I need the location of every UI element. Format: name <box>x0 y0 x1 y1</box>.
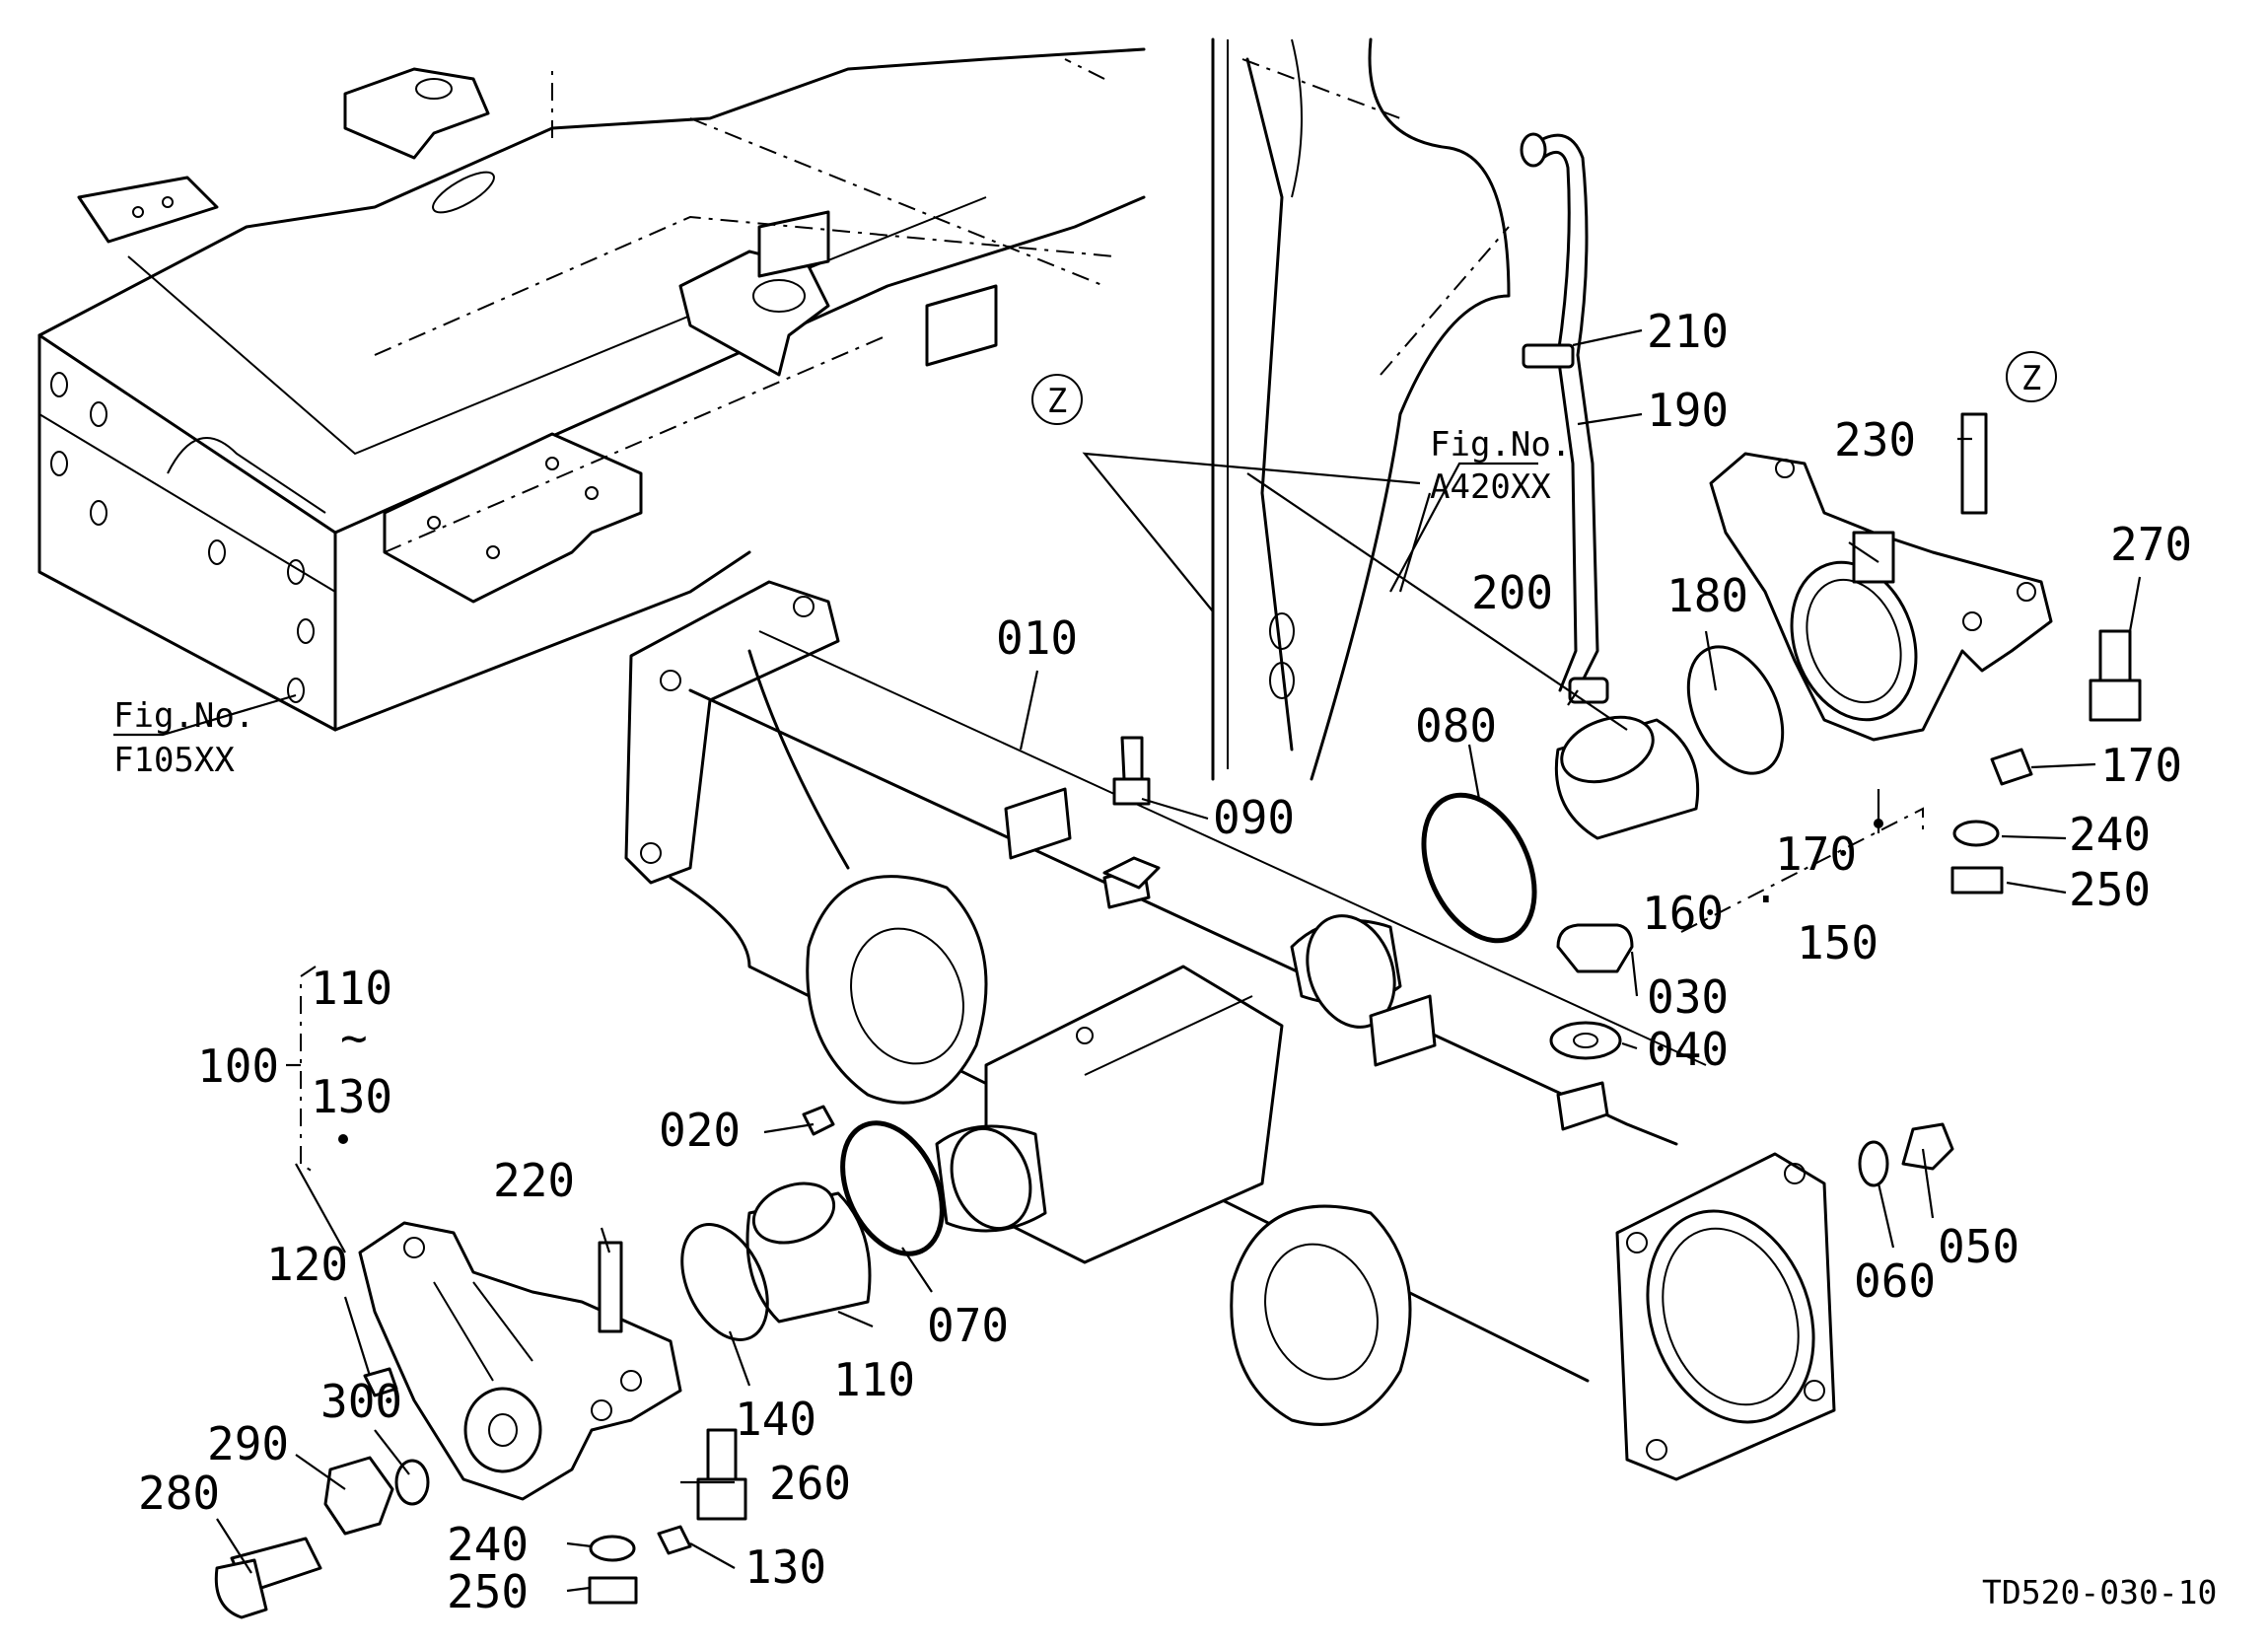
fasteners <box>214 412 2142 1619</box>
callout-300: 300 <box>320 1375 402 1428</box>
callout-090: 090 <box>1213 791 1295 844</box>
svg-text:F105XX: F105XX <box>113 741 235 780</box>
callout-200: 200 <box>1471 566 1553 619</box>
svg-text:A420XX: A420XX <box>1430 467 1551 507</box>
callout-110: 110 <box>833 1353 915 1406</box>
breather-hose <box>1520 132 1609 704</box>
callout-270: 270 <box>2110 518 2192 571</box>
callout-280: 280 <box>138 1467 220 1520</box>
callout-250-right: 250 <box>2069 863 2151 916</box>
oring-080 <box>1421 792 1537 944</box>
callout-160: 160 <box>1642 887 1724 940</box>
front-pillar <box>1211 37 1511 781</box>
callout-170-right: 170 <box>2100 739 2182 792</box>
callout-020: 020 <box>659 1104 741 1157</box>
frame-chassis <box>37 47 1146 732</box>
svg-text:Fig.No.: Fig.No. <box>1430 425 1571 465</box>
cap-140 <box>680 1223 769 1341</box>
callout-290: 290 <box>207 1417 289 1470</box>
callout-130-range: 130 <box>311 1070 392 1123</box>
zone-marker-z-right: Z <box>2006 351 2057 402</box>
part-callouts: 010 090 080 180 200 210 190 230 270 170 … <box>138 305 2192 1618</box>
callout-110-range: 110 <box>311 962 392 1015</box>
seal-180 <box>1686 645 1785 775</box>
leader-lines <box>113 328 2142 1593</box>
callout-220: 220 <box>493 1154 575 1207</box>
callout-140: 140 <box>735 1393 816 1446</box>
callout-170-group: 170 <box>1775 827 1857 881</box>
callout-040: 040 <box>1647 1023 1729 1076</box>
axle-housing <box>624 580 1836 1481</box>
callout-230: 230 <box>1834 413 1916 466</box>
bushing-110 <box>745 1182 872 1324</box>
callout-030: 030 <box>1647 970 1729 1024</box>
callout-150: 150 <box>1797 916 1878 969</box>
front-support-right <box>1709 452 2053 742</box>
zone-marker-z-left: Z <box>1031 374 1083 425</box>
callout-080: 080 <box>1415 699 1497 752</box>
svg-text:Fig.No.: Fig.No. <box>113 696 254 736</box>
callout-240-right: 240 <box>2069 808 2151 861</box>
figure-ref-a420xx: Fig.No. A420XX <box>1430 425 1571 507</box>
callout-120: 120 <box>266 1238 348 1291</box>
callout-070: 070 <box>927 1299 1009 1352</box>
callout-010: 010 <box>996 611 1078 665</box>
callout-130-left: 130 <box>744 1540 826 1594</box>
front-support-left <box>358 1221 682 1501</box>
bushing-160 <box>1554 715 1700 840</box>
range-symbol: ~ <box>340 1011 368 1064</box>
callout-050: 050 <box>1938 1220 2020 1273</box>
svg-text:Z: Z <box>2021 359 2041 398</box>
callout-060: 060 <box>1854 1254 1936 1308</box>
callout-240-left: 240 <box>447 1518 529 1571</box>
callout-210: 210 <box>1647 305 1729 358</box>
callout-100: 100 <box>197 1039 279 1093</box>
callout-180: 180 <box>1666 569 1748 622</box>
bullet-150 <box>1874 819 1883 828</box>
bullet-100 <box>338 1134 348 1144</box>
oring-070 <box>840 1120 945 1256</box>
drawing-id: TD520-030-10 <box>1982 1573 2217 1611</box>
callout-250-left: 250 <box>447 1565 529 1618</box>
figure-ref-f105xx: Fig.No. F105XX <box>113 696 254 780</box>
callout-260: 260 <box>769 1457 851 1510</box>
group-150-separator: . <box>1752 860 1780 913</box>
callout-190: 190 <box>1647 384 1729 437</box>
svg-text:Z: Z <box>1047 382 1067 421</box>
